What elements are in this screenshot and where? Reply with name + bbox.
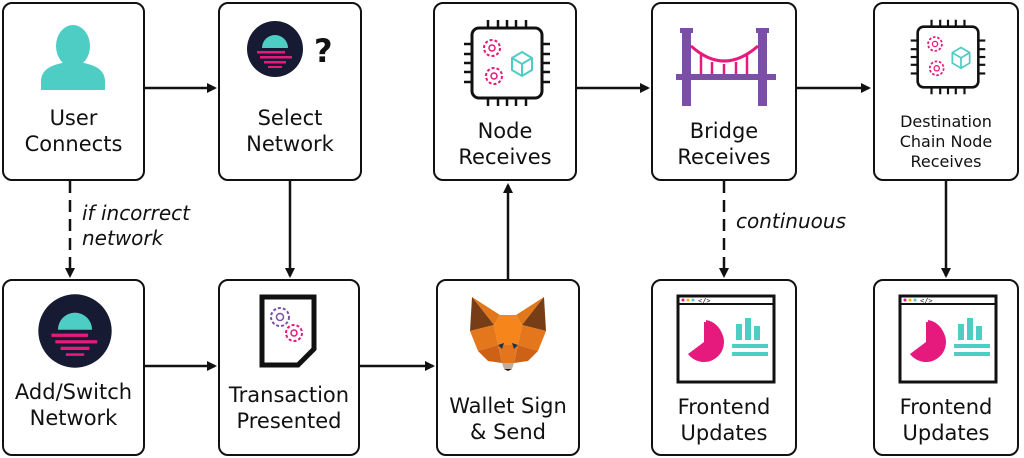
processor-chip-icon (910, 19, 986, 95)
node-label: Destination Chain Node Receives (899, 112, 993, 171)
svg-text:</>: </> (698, 297, 711, 305)
network-logo-icon (38, 294, 112, 368)
bridge-icon (676, 28, 776, 106)
node-label: Transaction Presented (228, 383, 350, 433)
note-incorrect-network: if incorrect network (82, 201, 191, 250)
node-label: Frontend Updates (899, 395, 993, 445)
node-destination-chain-node: Destination Chain Node Receives (873, 2, 1019, 181)
svg-text:</>: </> (920, 297, 933, 305)
note-continuous: continuous (736, 209, 846, 233)
node-select-network: ? Select Network (218, 2, 362, 181)
node-user-connects: User Connects (2, 2, 145, 181)
network-logo-icon (247, 21, 303, 77)
node-label: Wallet Sign & Send (449, 394, 567, 444)
node-label: Add/Switch Network (14, 380, 133, 430)
dashboard-window-icon: </> (898, 294, 998, 384)
node-label: Select Network (246, 106, 334, 156)
node-label: Bridge Receives (677, 119, 771, 169)
node-wallet-sign-send: Wallet Sign & Send (436, 279, 580, 456)
dashboard-window-icon: </> (676, 294, 776, 384)
metamask-fox-icon (470, 297, 546, 371)
node-add-switch-network: Add/Switch Network (2, 279, 145, 456)
node-transaction-presented: Transaction Presented (218, 279, 360, 456)
node-node-receives: Node Receives (433, 2, 577, 181)
node-label: Frontend Updates (677, 395, 771, 445)
node-bridge-receives: Bridge Receives (651, 2, 797, 181)
question-mark-icon: ? (314, 32, 333, 70)
processor-chip-icon (464, 20, 550, 106)
node-frontend-updates-1: </> Frontend Updates (651, 279, 797, 456)
node-label: Node Receives (458, 119, 552, 169)
user-icon (41, 25, 105, 90)
document-gears-icon (259, 294, 317, 368)
node-label: User Connects (24, 106, 123, 156)
node-frontend-updates-2: </> Frontend Updates (873, 279, 1019, 456)
